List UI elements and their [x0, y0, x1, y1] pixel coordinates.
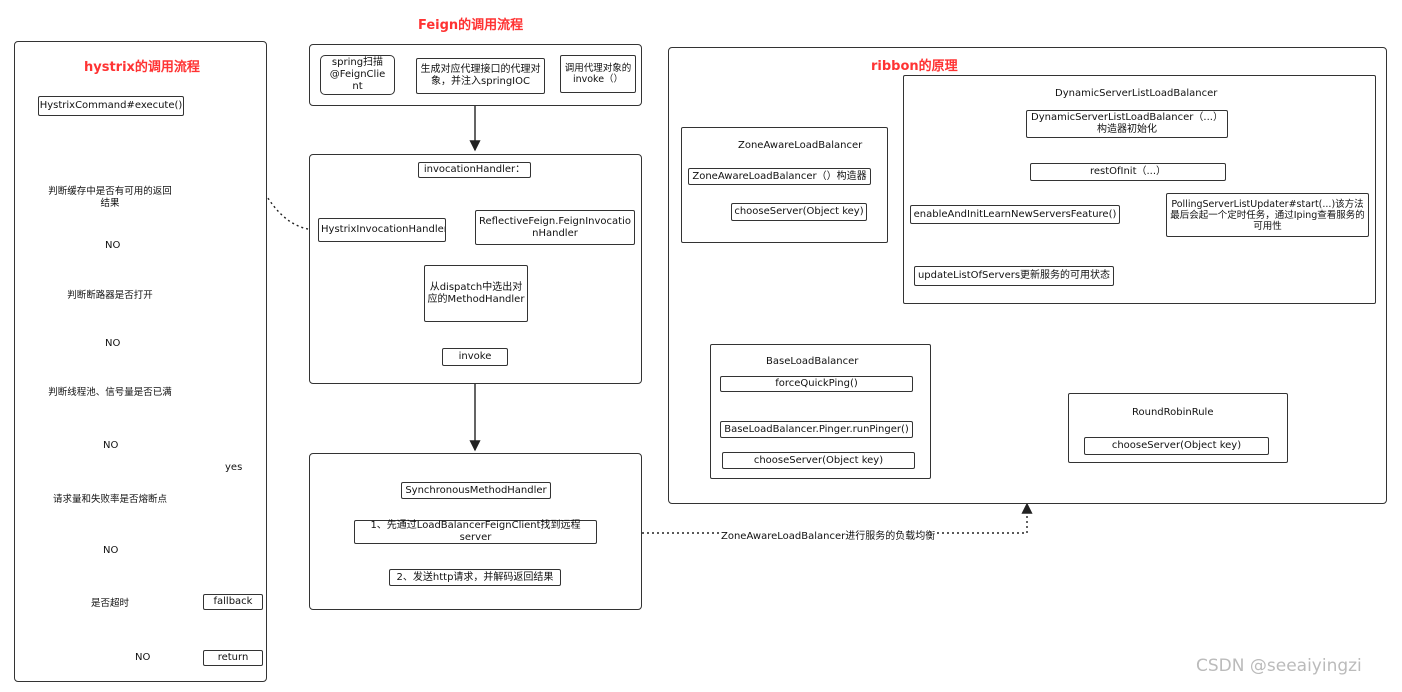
dispatch-box: 从dispatch中选出对应的MethodHandler: [424, 265, 528, 322]
zone-choose-box: chooseServer(Object key): [731, 203, 867, 221]
hystrix-execute-box: HystrixCommand#execute(): [38, 96, 184, 116]
update-list-box: updateListOfServers更新服务的可用状态: [914, 266, 1114, 286]
invoke-box: invoke: [442, 348, 508, 366]
zone-frame: [681, 127, 888, 243]
no-label-3: NO: [102, 440, 120, 451]
round-robin-choose-box: chooseServer(Object key): [1084, 437, 1269, 455]
zone-ctor-box: ZoneAwareLoadBalancer（）构造器: [688, 168, 871, 185]
feign-title: Feign的调用流程: [418, 18, 524, 33]
return-box: return: [203, 650, 263, 666]
no-label-5: NO: [134, 652, 152, 663]
diamond-rate-label: 请求量和失败率是否熔断点: [52, 494, 167, 505]
generate-proxy-box: 生成对应代理接口的代理对象，并注入springIOC: [416, 58, 545, 94]
base-title: BaseLoadBalancer: [766, 356, 859, 367]
rest-of-init-box: restOfInit（...）: [1030, 163, 1226, 181]
step1-box: 1、先通过LoadBalancerFeignClient找到远程server: [354, 520, 597, 544]
invocation-handler-box: invocationHandler：: [418, 162, 531, 178]
lb-note-label: ZoneAwareLoadBalancer进行服务的负载均衡: [720, 527, 937, 542]
base-choose-box: chooseServer(Object key): [722, 452, 915, 469]
diamond-pool-label: 判断线程池、信号量是否已满: [48, 387, 172, 398]
spring-scan-box: spring扫描@FeignClient: [320, 55, 395, 95]
reflective-handler-box: ReflectiveFeign.FeignInvocationHandler: [475, 210, 635, 245]
polling-box: PollingServerListUpdater#start(...)该方法最后…: [1166, 193, 1369, 237]
round-robin-title: RoundRobinRule: [1132, 407, 1214, 418]
ribbon-title: ribbon的原理: [871, 59, 958, 74]
call-proxy-box: 调用代理对象的invoke（）: [560, 55, 636, 93]
diamond-cache-label: 判断缓存中是否有可用的返回结果: [48, 186, 172, 209]
step2-box: 2、发送http请求，并解码返回结果: [389, 569, 561, 586]
run-pinger-box: BaseLoadBalancer.Pinger.runPinger(): [720, 421, 913, 438]
diamond-circuit-label: 判断断路器是否打开: [67, 290, 153, 301]
hystrix-title: hystrix的调用流程: [84, 60, 200, 75]
force-ping-box: forceQuickPing(): [720, 376, 913, 392]
hystrix-frame: [14, 41, 267, 682]
enable-feature-box: enableAndInitLearnNewServersFeature(): [910, 205, 1120, 224]
zone-title: ZoneAwareLoadBalancer: [738, 140, 863, 151]
no-label-2: NO: [104, 338, 122, 349]
no-label-1: NO: [104, 240, 122, 251]
csdn-watermark: CSDN @seeaiyingzi: [1196, 656, 1362, 676]
yes-label: yes: [224, 462, 244, 473]
dynamic-title: DynamicServerListLoadBalancer: [1055, 88, 1218, 99]
diamond-timeout-label: 是否超时: [90, 598, 129, 609]
no-label-4: NO: [102, 545, 120, 556]
dynamic-ctor-box: DynamicServerListLoadBalancer（...）构造器初始化: [1026, 110, 1228, 138]
fallback-box: fallback: [203, 594, 263, 610]
hystrix-invocation-handler-box: HystrixInvocationHandler: [318, 218, 446, 242]
sync-handler-box: SynchronousMethodHandler: [401, 482, 551, 499]
edge-step1-ribbon: [597, 502, 1033, 534]
